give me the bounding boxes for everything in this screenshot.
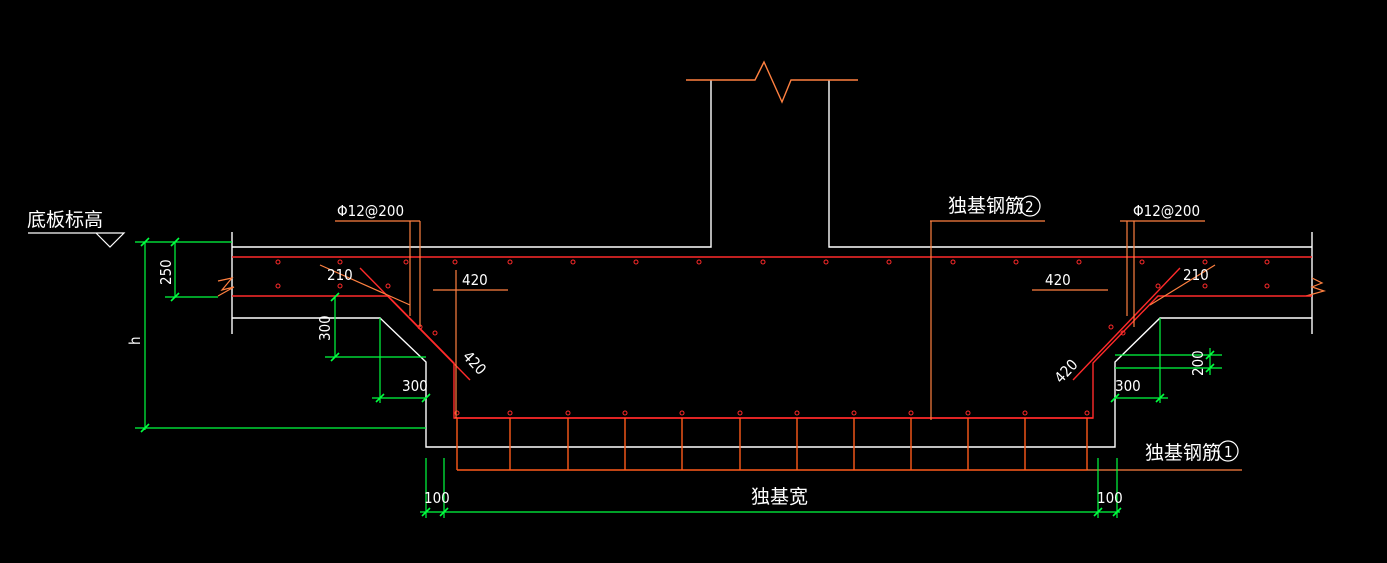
column-break-symbol (686, 60, 858, 104)
dim-100-right: 100 (1097, 489, 1123, 507)
footing-rebar-1-label: 独基钢筋 (1145, 442, 1221, 464)
dim-420-right-diag: 420 (1051, 356, 1082, 387)
base-elevation-label: 底板标高 (27, 209, 103, 231)
rebar-spec-left-label: Φ12@200 (337, 202, 404, 220)
column-right-edge (828, 80, 1312, 248)
footing-profile-left (232, 317, 1312, 448)
dim-200-right-v: 200 (1189, 350, 1207, 376)
dim-210-right: 210 (1183, 266, 1209, 284)
circle-2-marker (1019, 195, 1041, 217)
dim-100-left: 100 (424, 489, 450, 507)
circle-1-number: 1 (1224, 443, 1233, 461)
dim-420-right-h: 420 (1045, 271, 1071, 289)
break-zigzag-right (1305, 277, 1327, 297)
rebar-lines (232, 256, 1312, 471)
rebar-spec-right-label: Φ12@200 (1133, 202, 1200, 220)
lap-left-diag (359, 267, 471, 381)
break-zigzag-left (217, 277, 235, 297)
rebar-dots (275, 259, 1270, 416)
dim-420-left-h: 420 (462, 271, 488, 289)
footing-rebar-2-label: 独基钢筋 (948, 195, 1024, 217)
dim-210-left: 210 (327, 266, 353, 284)
dim-300-right-h: 300 (1115, 377, 1141, 395)
dim-250: 250 (157, 259, 175, 285)
dim-300-left-v: 300 (316, 315, 334, 341)
circle-1-marker (1217, 440, 1239, 462)
elevation-marker (28, 232, 126, 248)
dimension-lines (28, 232, 1222, 518)
dimension-ticks (140, 237, 1215, 517)
column-left-edge (232, 80, 712, 248)
circle-2-number: 2 (1025, 198, 1034, 216)
footing-vertical-bars (456, 418, 1088, 471)
lap-right-diag (1072, 267, 1181, 381)
dim-300-left-h: 300 (402, 377, 428, 395)
h-label: h (126, 336, 144, 345)
concrete-outline (231, 80, 1313, 448)
leader-lines (319, 220, 1242, 471)
footing-width-label: 独基宽 (751, 486, 808, 508)
